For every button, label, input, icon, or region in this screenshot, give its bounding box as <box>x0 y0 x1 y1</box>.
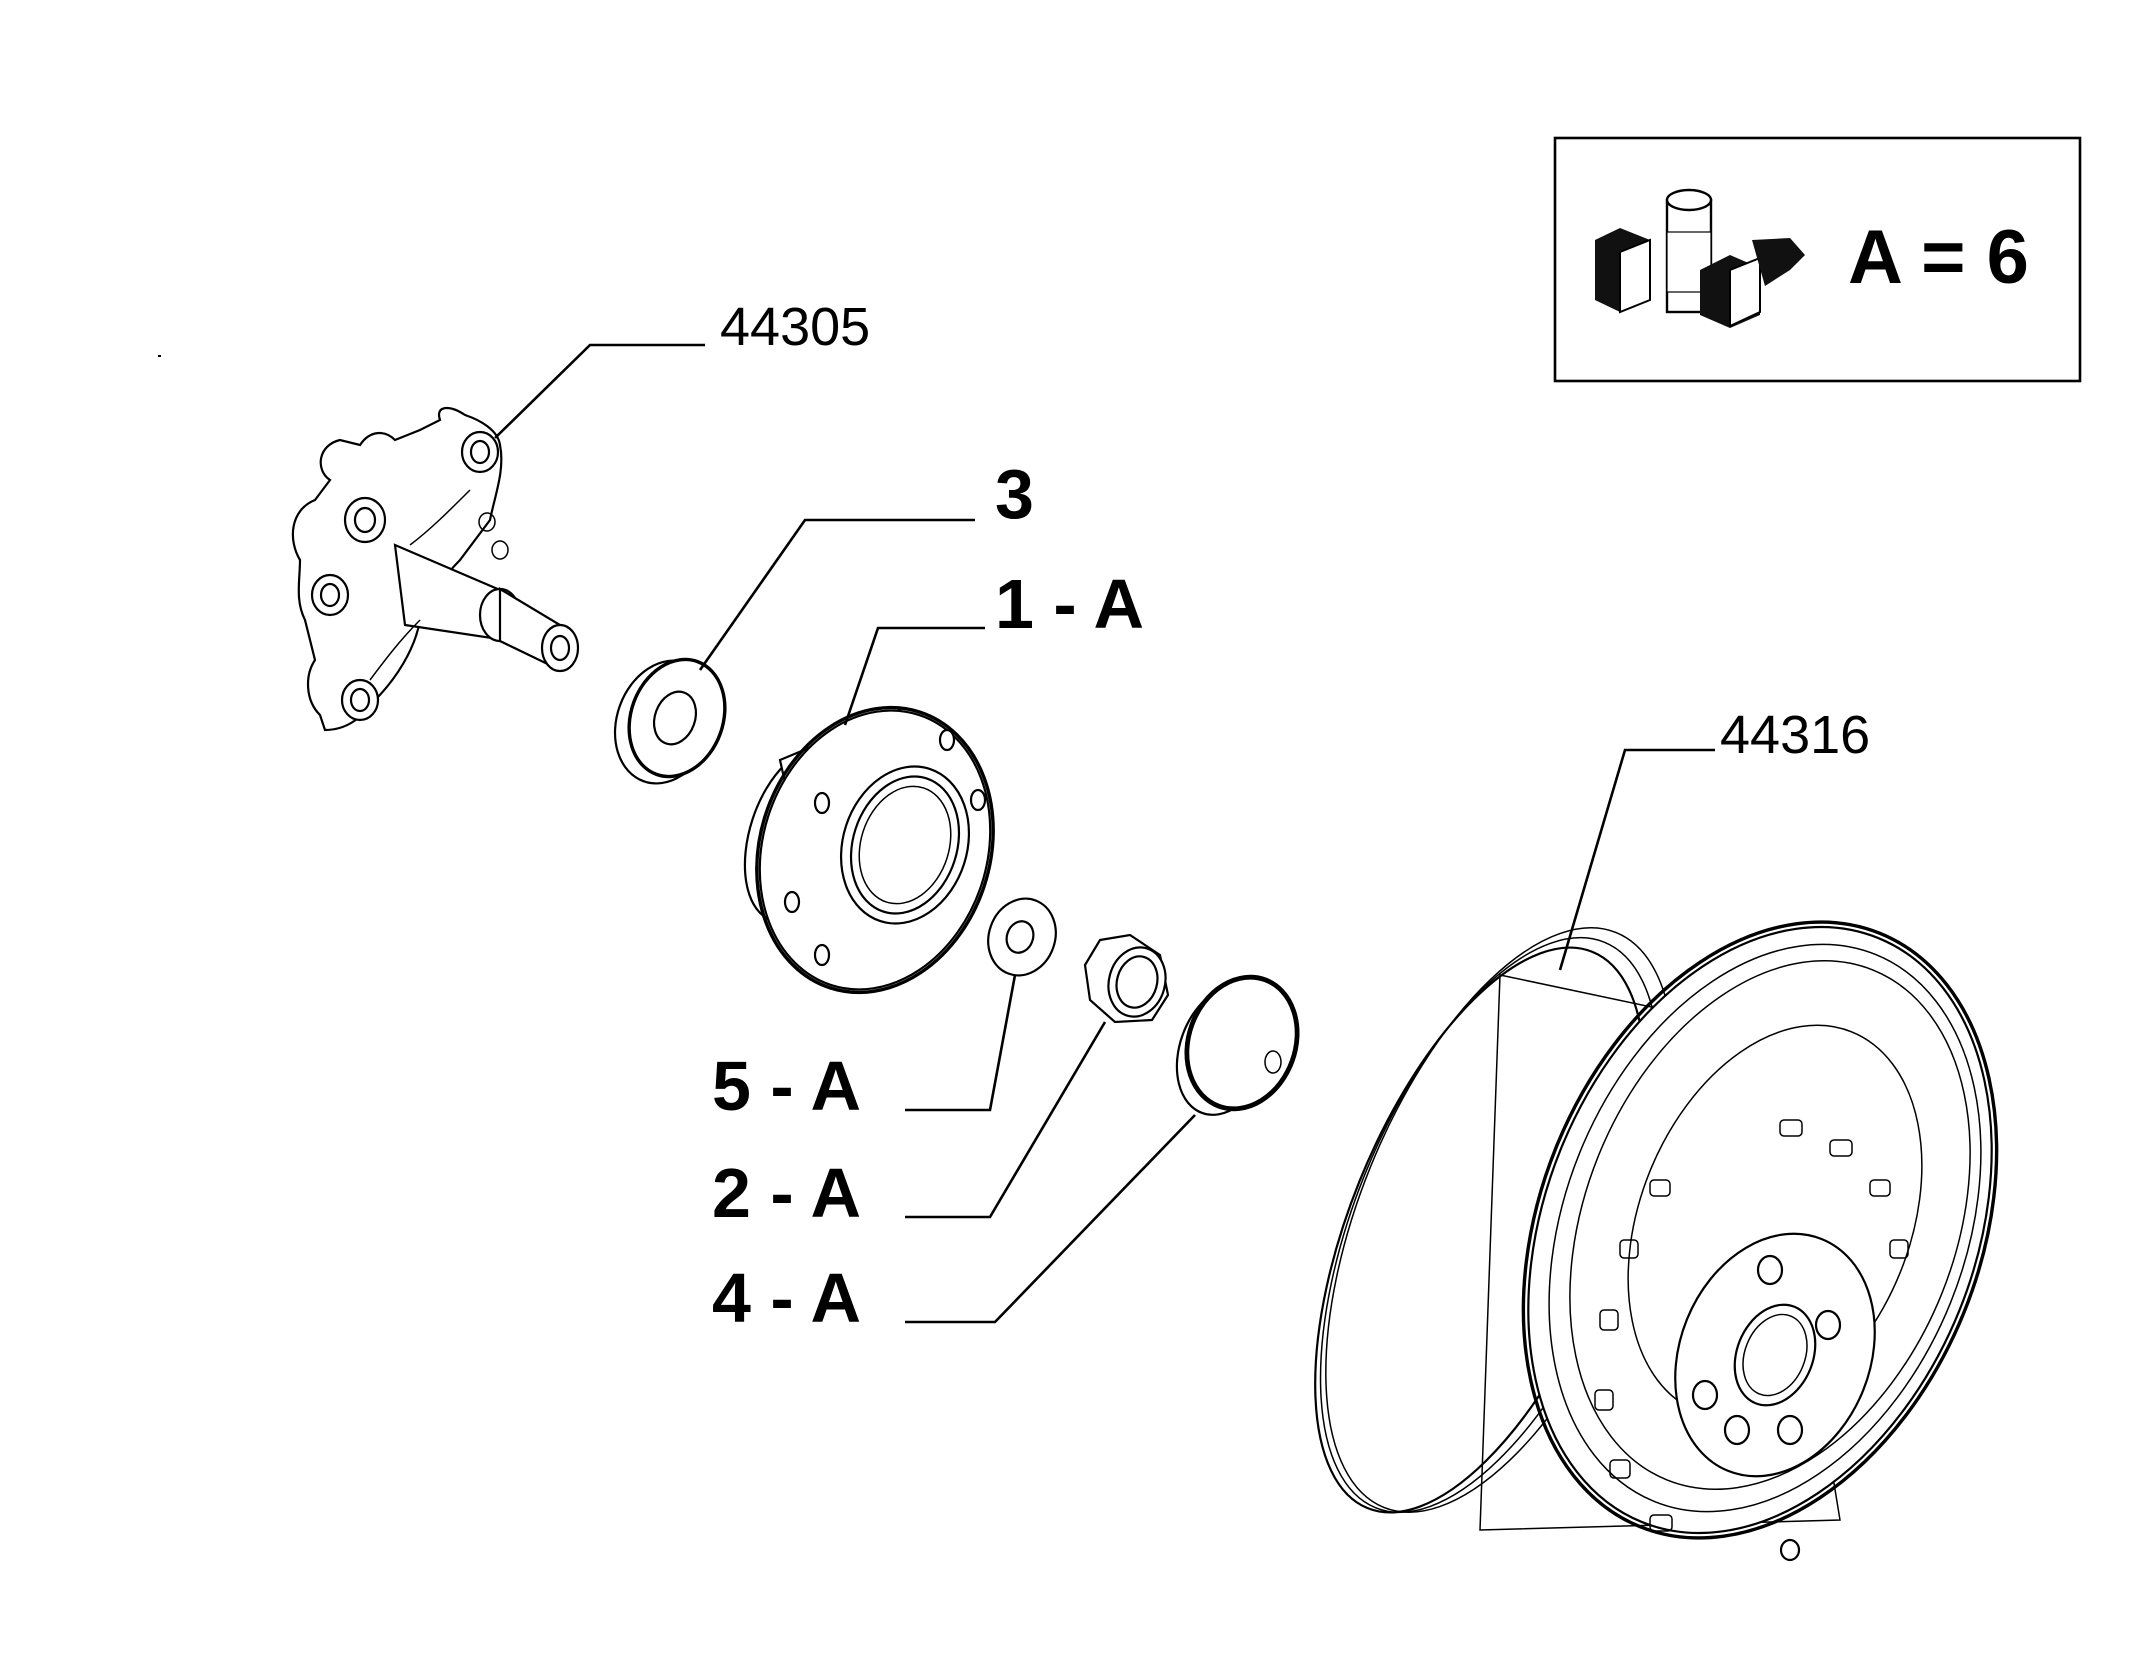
callout-hub: 1 - A <box>995 565 1144 643</box>
stub-axle-knuckle <box>291 407 580 732</box>
callout-washer: 5 - A <box>712 1047 861 1125</box>
callout-nut: 2 - A <box>712 1154 861 1232</box>
legend-text: A = 6 <box>1848 215 2029 300</box>
spacer-ring <box>613 657 727 785</box>
leader-line-nut <box>905 1021 1107 1219</box>
callout-wheel: 44316 <box>1720 705 1870 765</box>
callout-knuckle: 44305 <box>720 297 870 357</box>
leader-line-knuckle <box>494 343 705 439</box>
leader-line-wheel <box>1558 748 1715 971</box>
fiat-lubricant-icon <box>1595 188 1805 328</box>
callout-spacer: 3 <box>995 455 1034 533</box>
steel-wheel-rim <box>1314 920 1999 1562</box>
legend-box: A = 6 <box>1553 136 2082 383</box>
leader-line-spacer <box>698 518 975 671</box>
callout-cap: 4 - A <box>712 1259 861 1337</box>
wheel-hub <box>743 705 995 995</box>
grease-cap <box>1175 974 1300 1116</box>
washer <box>987 897 1057 977</box>
leader-line-cap <box>905 1114 1196 1324</box>
leader-line-washer <box>905 974 1017 1112</box>
leader-line-hub <box>843 626 985 726</box>
scan-speck <box>158 355 161 357</box>
hub-nut <box>1083 933 1170 1024</box>
